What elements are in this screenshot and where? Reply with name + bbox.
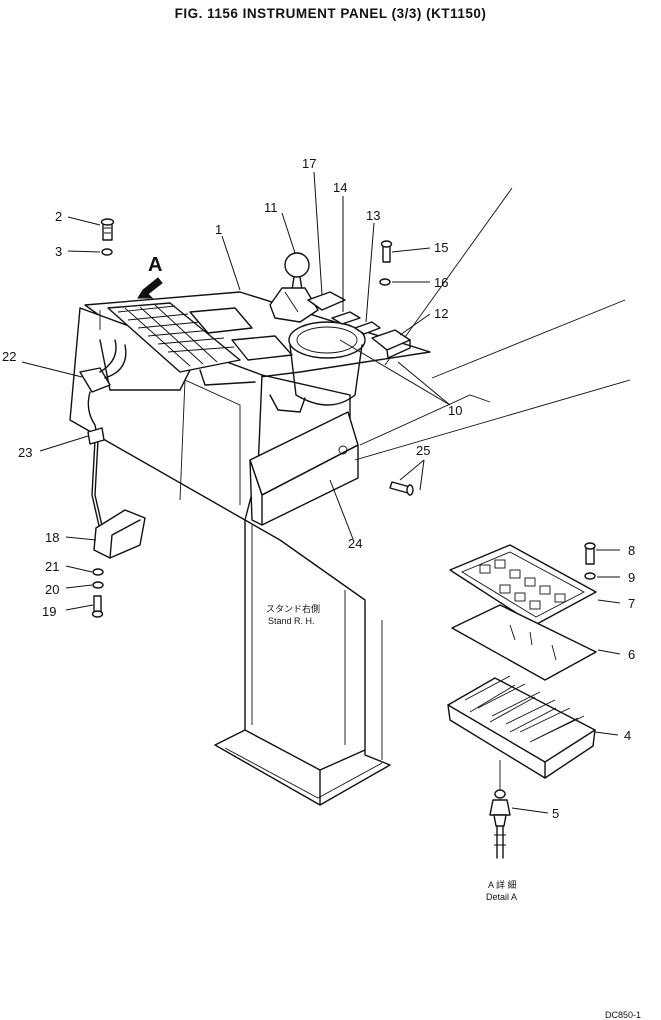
view-arrow-a: A [137,254,163,299]
detail-label-jp: A 詳 細 [488,879,517,890]
callout-14: 14 [333,180,347,195]
callout-2: 2 [55,209,62,224]
callout-3: 3 [55,244,62,259]
washer-9 [584,572,596,580]
stand-label-en: Stand R. H. [268,616,315,626]
callout-20: 20 [45,582,59,597]
detail-lamp-socket-5 [489,760,511,859]
detail-label-en: Detail A [486,892,517,902]
callout-13: 13 [366,208,380,223]
detail-switch-plate-7 [449,544,597,626]
callout-1: 1 [215,222,222,237]
callout-18: 18 [45,530,59,545]
callout-6: 6 [628,647,635,662]
washer-16 [379,278,391,286]
callout-7: 7 [628,596,635,611]
callout-23: 23 [18,445,32,460]
leader-lines [21,171,621,814]
bolt-15 [380,240,393,263]
detail-grid-housing-4 [447,675,596,779]
relay-unit [93,509,146,559]
callout-21: 21 [45,559,59,574]
dash-outline [354,187,631,461]
switch-grid [117,304,235,367]
callout-12: 12 [434,306,448,321]
callout-8: 8 [628,543,635,558]
wiring-harness [79,339,127,531]
callout-5: 5 [552,806,559,821]
callout-22: 22 [2,349,16,364]
callout-25: 25 [416,443,430,458]
washer-21 [92,568,104,576]
detail-cover-sheet-6 [451,604,597,681]
callout-4: 4 [624,728,631,743]
callout-17: 17 [302,156,316,171]
callout-19: 19 [42,604,56,619]
callout-9: 9 [628,570,635,585]
callout-10: 10 [448,403,462,418]
side-cover-24 [249,411,359,526]
instrument-panel-box [69,291,431,521]
stand-pedestal: スタンド右側 Stand R. H. [214,519,391,806]
callout-numbers: 2 3 1 11 17 14 13 15 16 12 10 22 23 25 2… [2,156,635,821]
bolt-25 [389,481,414,496]
callout-16: 16 [434,275,448,290]
bolt-8 [584,542,596,565]
bolt-2 [100,218,115,241]
rocker-switches [307,291,411,359]
callout-24: 24 [348,536,362,551]
bolt-19 [91,595,104,618]
joystick-lever [269,252,319,323]
svg-text:A: A [148,254,162,276]
washer-20 [92,581,104,589]
stand-label-jp: スタンド右側 [266,603,320,614]
corner-code: DC850-1 [605,1010,641,1020]
washer-3 [101,248,113,256]
figure-title: FIG. 1156 INSTRUMENT PANEL (3/3) (KT1150… [174,6,487,21]
callout-11: 11 [264,200,278,215]
callout-15: 15 [434,240,448,255]
